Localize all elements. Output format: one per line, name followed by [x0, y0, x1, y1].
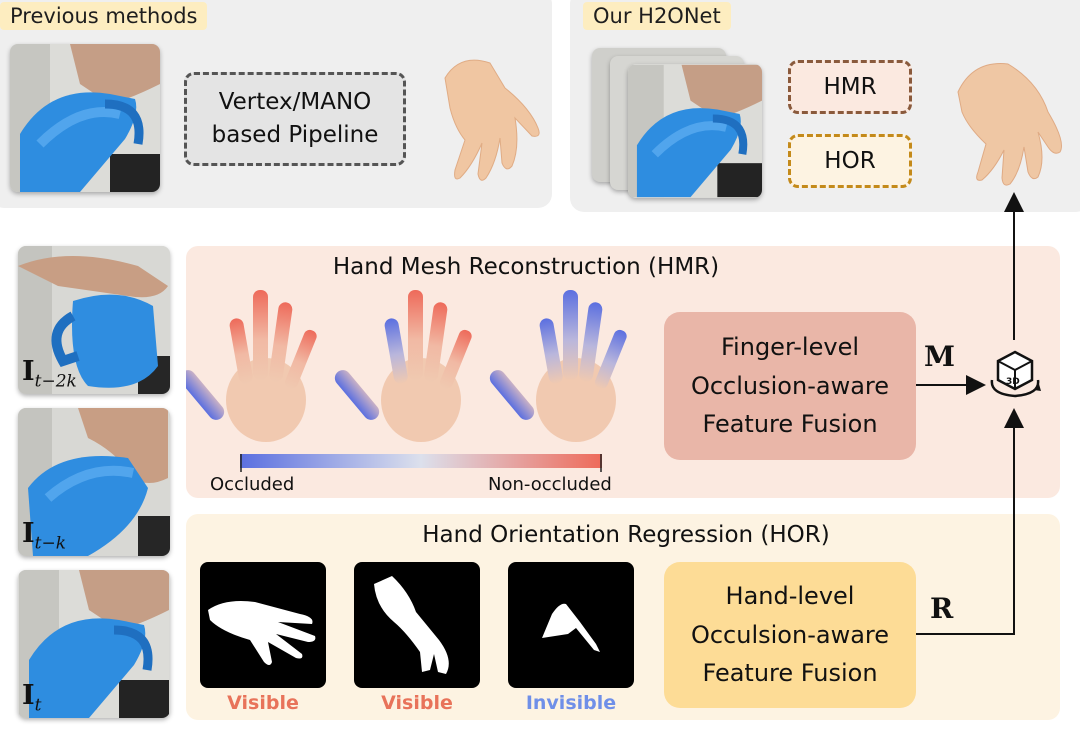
colorbar-label-non-occluded: Non-occluded: [488, 474, 612, 495]
svg-text:3D: 3D: [1006, 377, 1020, 387]
previous-input-photo: [10, 44, 160, 192]
silhouette-mask-2: [354, 562, 480, 688]
pipeline-line1: Vertex/MANO: [218, 88, 372, 115]
finger-level-fusion-box: Finger-level Occlusion-aware Feature Fus…: [664, 312, 916, 460]
frame-t-k-label: It−k: [22, 518, 67, 554]
previous-hand-mesh-image: [444, 59, 540, 181]
vertex-mano-pipeline-box: Vertex/MANO based Pipeline: [184, 72, 406, 166]
hmr-occlusion-hands: [186, 290, 627, 442]
hmr-title: Hand Mesh Reconstruction (HMR): [332, 254, 720, 280]
h2onet-hand-mesh-image: [957, 63, 1062, 186]
hand-occlusion-1: [186, 290, 317, 442]
frame-t-label: It: [22, 680, 42, 716]
pitcher-hand-image: [10, 44, 160, 192]
r-arrow: [916, 408, 1024, 635]
previous-methods-tag: Previous methods: [0, 2, 208, 30]
frame-image: [19, 570, 169, 718]
occlusion-colorbar: [240, 454, 602, 472]
hand-occlusion-3: [489, 290, 627, 442]
hor-title: Hand Orientation Regression (HOR): [422, 522, 830, 548]
hand-level-fusion-box: Hand-level Occulsion-aware Feature Fusio…: [664, 562, 916, 708]
h2onet-tag: Our H2ONet: [583, 2, 731, 30]
silhouette-mask-3: [508, 562, 634, 688]
3d-cube-icon: 3D: [990, 350, 1041, 398]
frame-image: [18, 408, 170, 556]
pitcher-hand-image: [628, 64, 762, 198]
hmr-module-label: HMR: [823, 74, 877, 100]
silhouette-mask-1: [200, 562, 326, 688]
hmr-module-box: HMR: [788, 60, 912, 114]
mask-label-2: Visible: [381, 692, 453, 714]
m-symbol: M: [924, 340, 955, 373]
pipeline-line2: based Pipeline: [211, 122, 379, 148]
frame-t: [18, 570, 170, 718]
hor-module-label: HOR: [824, 148, 876, 174]
hand-occlusion-2: [334, 290, 472, 442]
frame-image: [18, 246, 170, 394]
colorbar-label-occluded: Occluded: [210, 474, 295, 495]
frame-t-k: [18, 408, 170, 556]
mask-label-3: Invisible: [525, 692, 617, 714]
r-symbol: R: [930, 592, 954, 625]
hand-silhouette: [542, 603, 600, 652]
hand-silhouette: [374, 576, 449, 674]
hand-silhouette: [208, 601, 316, 665]
mask-label-1: Visible: [227, 692, 299, 714]
hor-module-box: HOR: [788, 134, 912, 188]
frame-t-2k-label: It−2k: [22, 356, 77, 392]
h2onet-frame-stack-front: [628, 64, 762, 198]
frame-t-2k: [18, 246, 170, 394]
